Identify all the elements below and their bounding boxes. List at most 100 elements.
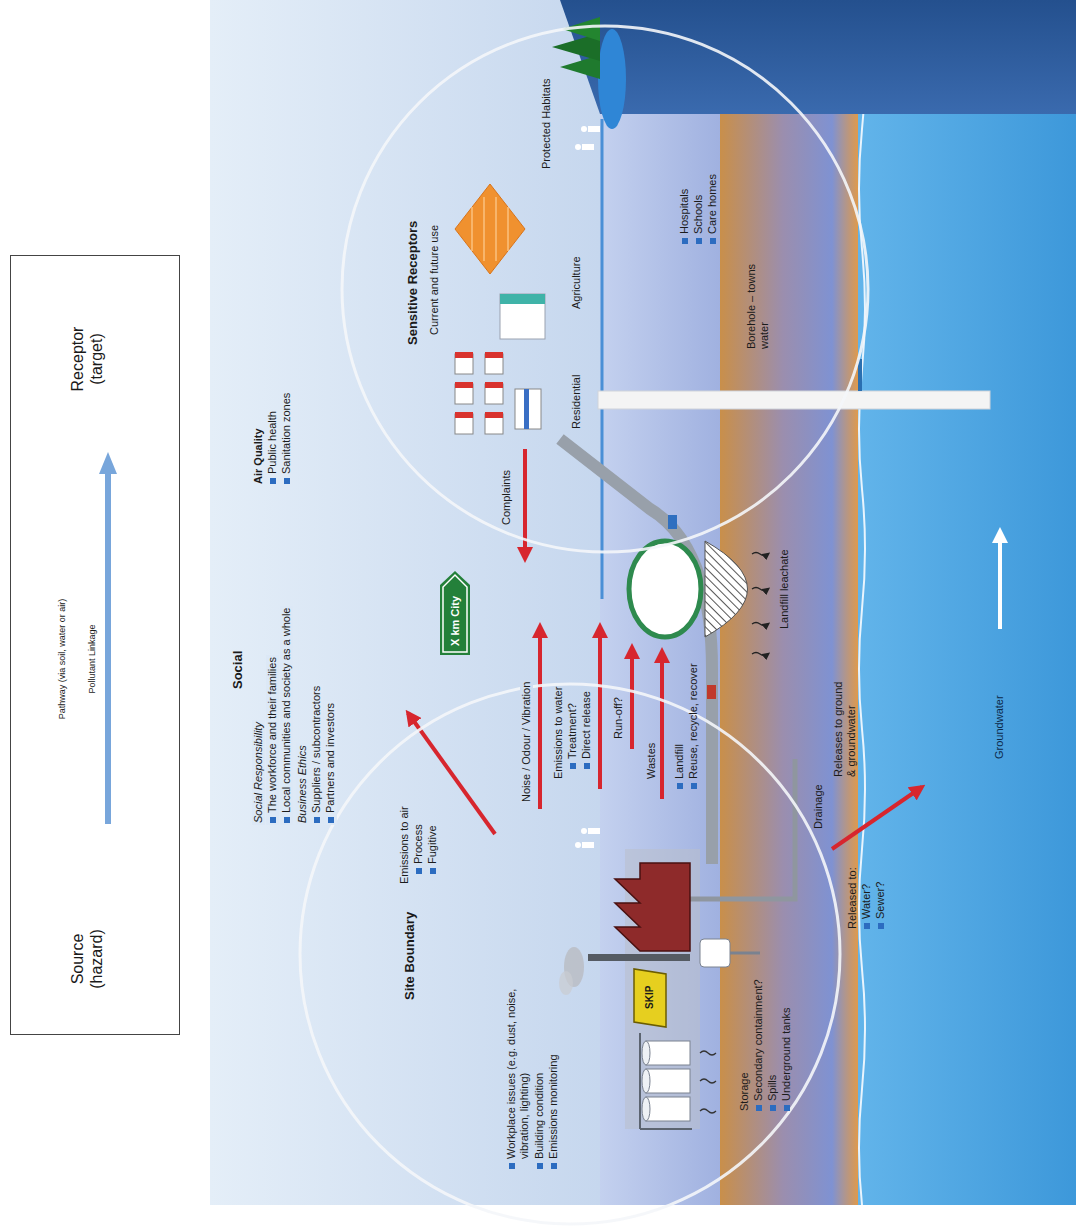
label-item: Social [230, 651, 246, 689]
label-item: Protected Habitats [540, 79, 553, 170]
bullet-square [284, 478, 290, 484]
label-text: Public health [266, 411, 279, 474]
car [668, 515, 677, 529]
label-item: Landfill leachate [778, 549, 791, 629]
bullet-item: Reuse, recycle, recover [687, 663, 700, 789]
bullet-item: Workplace issues (e.g. dust, noise, vibr… [505, 974, 531, 1169]
water-table-line [859, 0, 865, 1205]
drain-pipe [690, 759, 795, 899]
bullet-square [878, 923, 884, 929]
sign-border [443, 575, 467, 652]
field-rows [472, 197, 508, 261]
bullet-square [682, 238, 688, 244]
bullet-item: Hospitals [678, 189, 691, 244]
lake [598, 29, 626, 129]
person-head [575, 144, 581, 150]
label-text: Fugitive [426, 825, 439, 864]
apartment-block [515, 389, 541, 429]
label-text: Drainage [812, 784, 825, 829]
legend-box: Source (hazard)Pathway (via soil, water … [10, 255, 180, 1035]
road [560, 439, 712, 864]
node-text: Site Boundary [402, 912, 417, 1000]
apartment-stripe [524, 389, 529, 429]
label-item: Groundwater [993, 695, 1006, 759]
bullet-item: Underground tanks [780, 1007, 793, 1111]
silo-frame [640, 1128, 692, 1130]
label-text: Treatment? [566, 703, 579, 759]
bullet-item: Emissions monitoring [547, 1054, 560, 1169]
groundwater-flow-arrow [998, 531, 1002, 629]
emission-arrow [660, 651, 664, 799]
label-item: Complaints [500, 468, 513, 527]
label-text: Storage [738, 1072, 751, 1111]
bullet-item: Schools [692, 195, 705, 244]
pathway-arrowhead [99, 452, 117, 474]
house-roof [485, 382, 503, 388]
borehole [598, 391, 990, 409]
label-text: Social Responsibility [252, 722, 265, 823]
spill-waves [700, 1051, 716, 1113]
bullet-item: The workforce and their families [266, 655, 279, 825]
label-item: Emissions to water [552, 687, 565, 779]
bullet-item: Public health [266, 411, 279, 484]
label-item: Residential [570, 375, 583, 429]
label-text: Care homes [706, 174, 719, 234]
label-text: Groundwater [993, 695, 1006, 759]
label-text: Business Ethics [296, 745, 309, 823]
bullet-square [756, 1105, 762, 1111]
silo-top [642, 1069, 650, 1093]
label-text: Direct release [580, 691, 593, 759]
tank-pipe [730, 952, 760, 955]
road-sign: X km City [440, 571, 470, 655]
bullet-square [696, 238, 702, 244]
label-text: Released to: [846, 867, 859, 929]
node-text: X km City [449, 596, 462, 646]
label-item: Business Ethics [296, 743, 309, 825]
boundary-ring [300, 684, 840, 1224]
bullet-item: Landfill [673, 744, 686, 789]
label-text: Landfill leachate [778, 549, 791, 629]
bullet-square [430, 868, 436, 874]
skip-box: SKIP [630, 967, 670, 1029]
smoke [559, 971, 573, 995]
person-body [588, 828, 600, 834]
leachate-wave [752, 553, 768, 556]
label-text: Local communities and society as a whole [280, 608, 293, 813]
silo [646, 1097, 690, 1121]
house-roof [455, 352, 473, 358]
hospital-building [500, 294, 545, 339]
label-item: Agriculture [570, 256, 583, 309]
person-body [582, 842, 594, 848]
label-text: Underground tanks [780, 1007, 793, 1101]
bullet-square [416, 868, 422, 874]
label-text: Workplace issues (e.g. dust, noise, vibr… [505, 974, 531, 1159]
label-text: Sanitation zones [280, 393, 293, 474]
silo-top [642, 1041, 650, 1065]
bullet-square [710, 238, 716, 244]
label-text: Complaints [500, 470, 513, 525]
emission-arrow [408, 713, 495, 834]
houses [455, 352, 541, 434]
label-item: Social Responsibility [252, 720, 265, 825]
bullet-item: Direct release [580, 691, 593, 769]
label-text: Air Quality [252, 428, 265, 484]
label-item: Releases to ground & groundwater [832, 672, 858, 777]
car [707, 685, 716, 699]
skip-body [634, 969, 666, 1027]
bullet-square [784, 1105, 790, 1111]
bullet-square [328, 817, 334, 823]
block-side-face [560, 0, 1076, 114]
bullet-item: Suppliers / subcontractors [310, 684, 323, 825]
bullet-item: Local communities and society as a whole [280, 606, 293, 825]
label-text: Reuse, recycle, recover [687, 663, 700, 779]
person-body [582, 144, 594, 150]
bullet-item: Process [412, 824, 425, 874]
label-text: Agriculture [570, 256, 583, 309]
label-item: Wastes [645, 743, 658, 779]
bullet-item: Water? [860, 884, 873, 929]
surface-water-line [601, 119, 604, 599]
label-text: Residential [570, 375, 583, 429]
label-text: The workforce and their families [266, 657, 279, 813]
silo [646, 1069, 690, 1093]
